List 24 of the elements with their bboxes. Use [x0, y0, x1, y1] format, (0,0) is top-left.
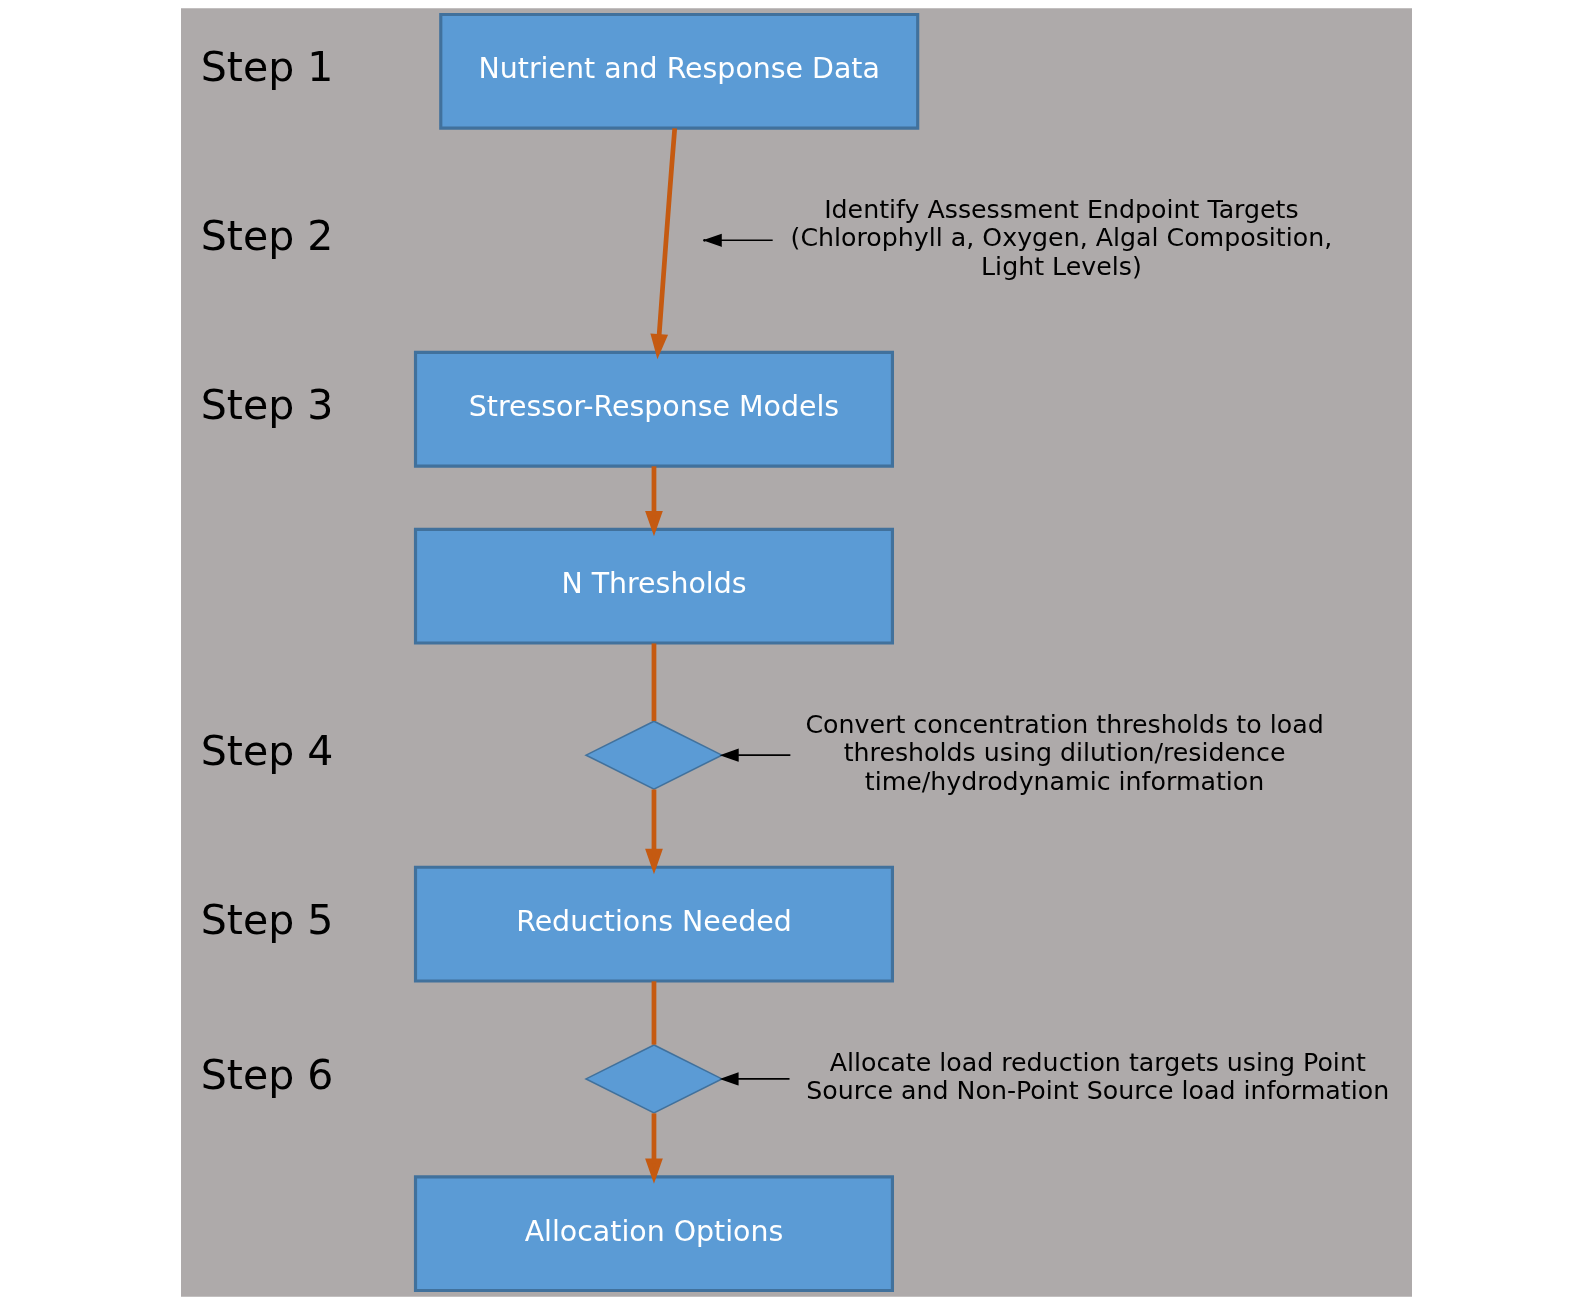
node-box: Allocation Options	[413, 1175, 894, 1293]
node-text: Convert concentration thresholds to load thresholds using dilution/residence time/hydrodynamic information	[804, 709, 1324, 796]
label: Step 1	[200, 43, 333, 92]
node-box: Reductions Needed	[413, 865, 894, 983]
label: Step 3	[200, 381, 333, 430]
node-box: Stressor-Response Models	[413, 350, 894, 468]
arrow	[649, 128, 677, 360]
connector	[651, 981, 656, 1045]
label: Step 5	[200, 896, 333, 945]
arrow	[719, 748, 791, 762]
node-valve	[583, 720, 724, 790]
node-box: N Thresholds	[413, 527, 894, 645]
node-valve	[583, 1044, 724, 1114]
connector	[651, 643, 656, 721]
arrow	[719, 1072, 790, 1086]
label: Step 4	[200, 727, 333, 776]
label: Step 6	[200, 1050, 333, 1099]
arrow	[644, 1113, 663, 1184]
node-text: Identify Assessment Endpoint Targets (Chlorophyll a, Oxygen, Algal Composition, Light Levels)	[790, 194, 1332, 281]
node-box: Nutrient and Response Data	[438, 12, 919, 130]
node-text: Allocate load reduction targets using Point Source and Non-Point Source load information	[805, 1047, 1389, 1106]
label: Step 2	[200, 212, 333, 261]
arrow	[644, 466, 663, 537]
arrow	[644, 789, 663, 875]
